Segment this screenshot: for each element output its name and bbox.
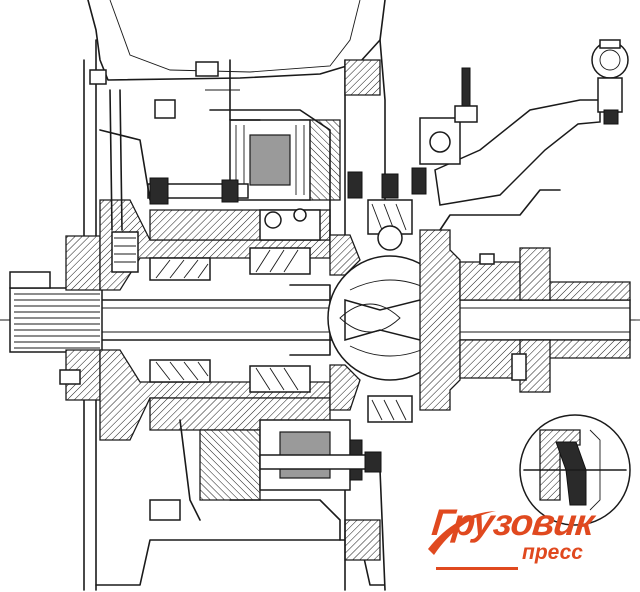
logo-main-text: Грузовик [429, 502, 596, 543]
brake-linkage [99, 59, 261, 521]
reduction-gear-upper [209, 109, 331, 241]
gruzovik-press-logo: Грузовик пресс [426, 502, 634, 575]
king-pin-bearings [347, 167, 427, 423]
splined-shaft-end [9, 271, 103, 353]
bolts [59, 61, 382, 521]
steering-arm [419, 39, 629, 206]
axle-housing [439, 189, 631, 393]
logo-swoosh-icon [428, 511, 518, 570]
detail-inset [519, 414, 631, 526]
logo-sub-text: пресс [522, 541, 583, 564]
hub-bearings [149, 247, 311, 393]
steering-knuckle [327, 229, 461, 411]
